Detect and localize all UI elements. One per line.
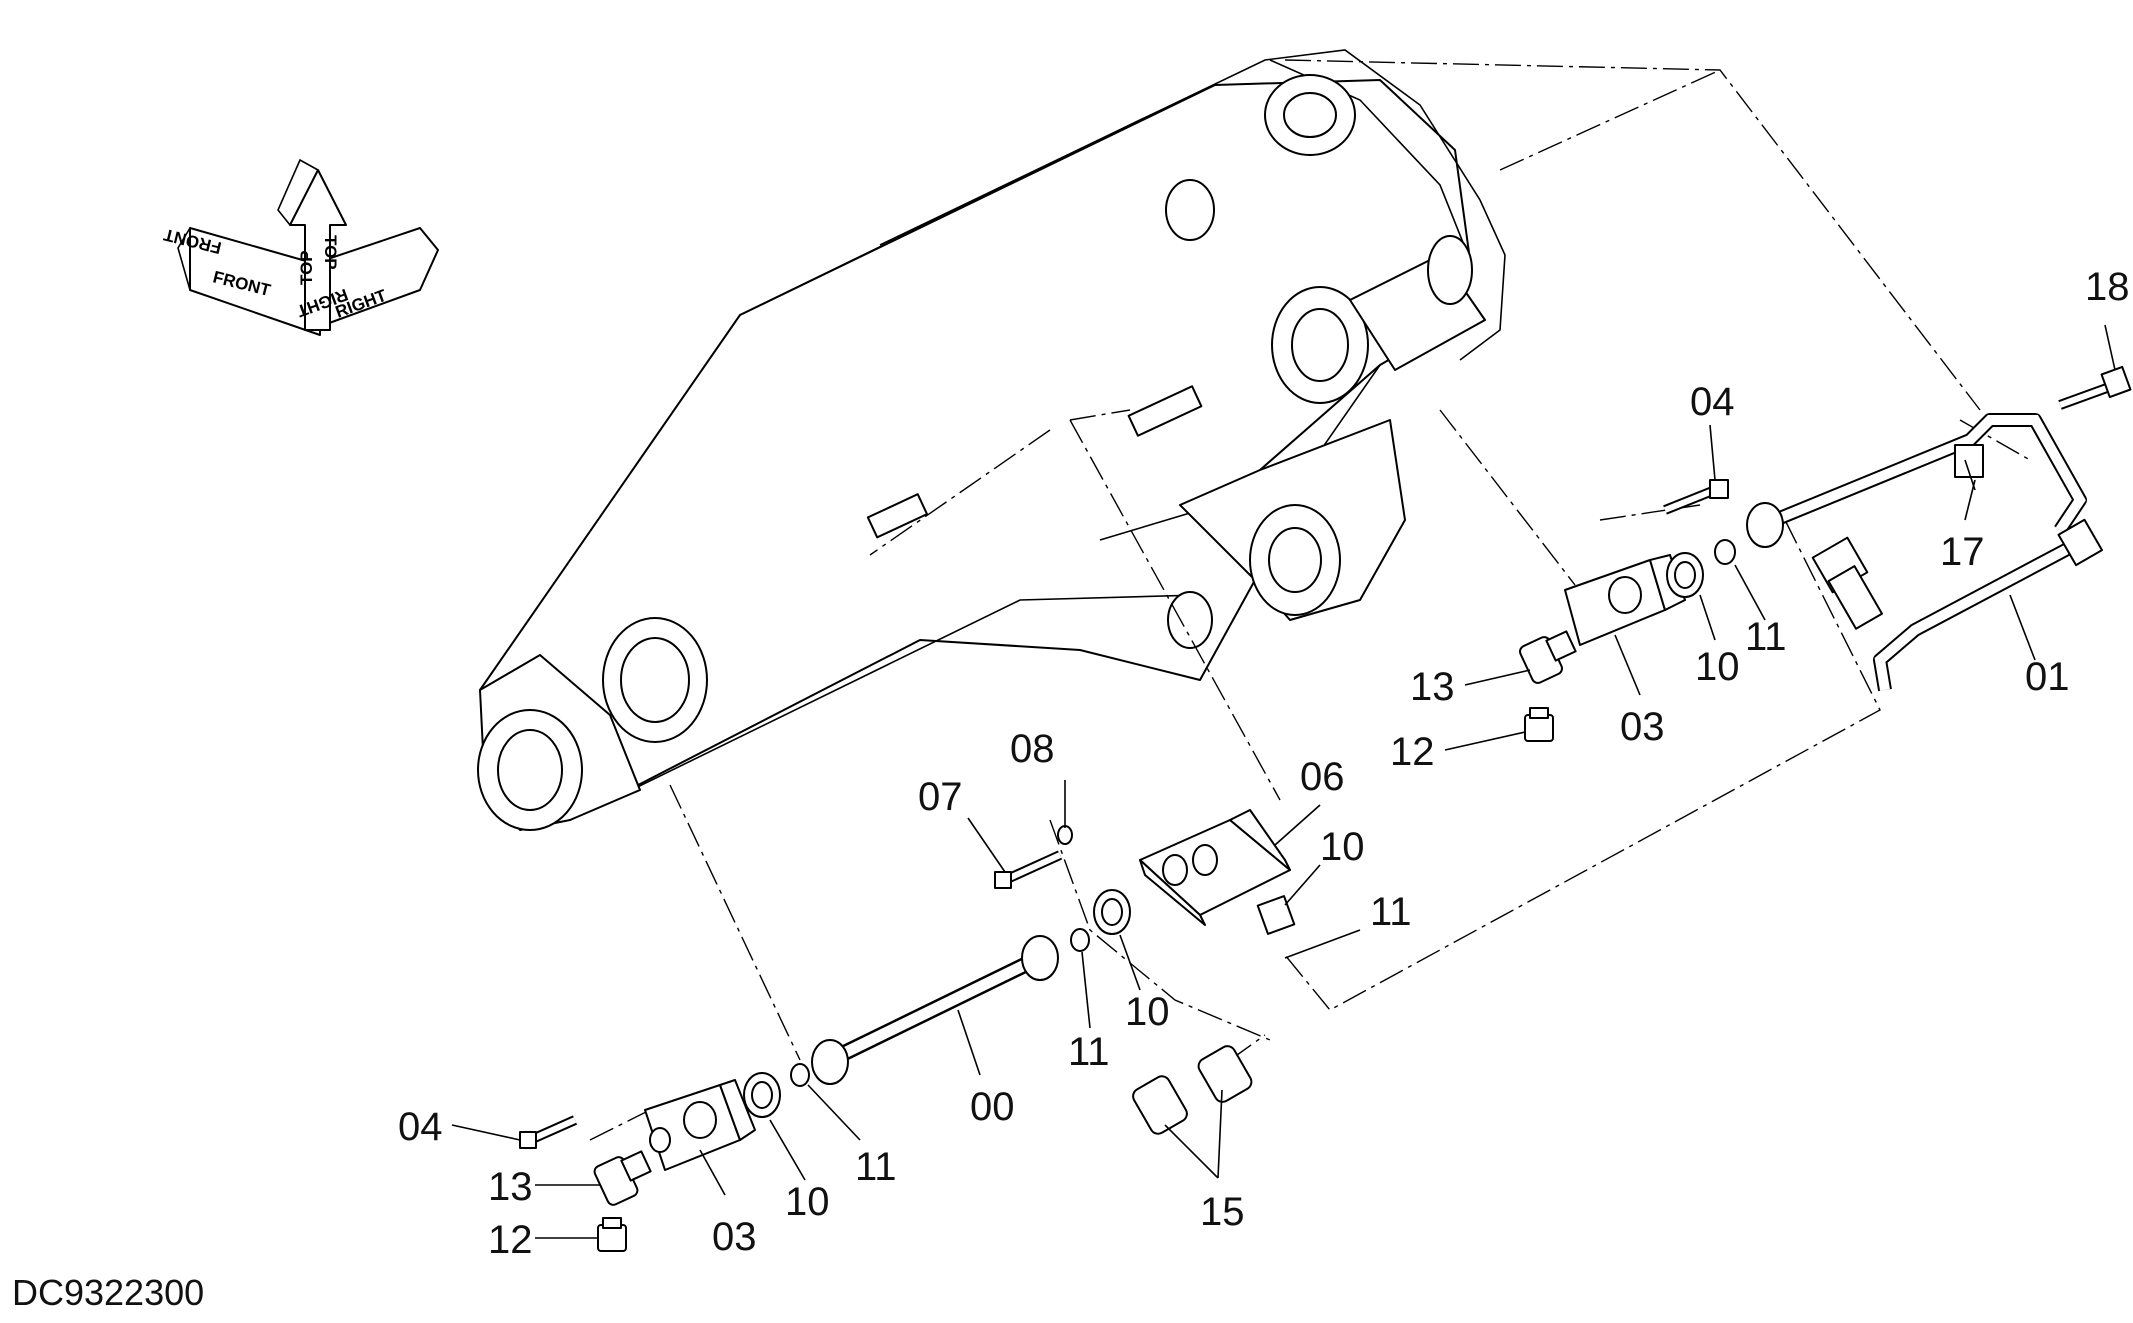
label-08: 08 [1010,727,1055,771]
elbow-15-a [1132,1075,1188,1135]
label-13-right: 13 [1410,665,1455,709]
clamp-17 [1954,444,1984,491]
o-ring-11-mid [1070,928,1090,952]
clip-upper [1127,385,1203,437]
label-03-right: 03 [1620,705,1665,749]
bolt-04-left [519,1115,578,1149]
assembly-lines [589,59,2031,1141]
label-06: 06 [1300,755,1345,799]
label-13-left: 13 [488,1165,533,1209]
washer-08 [1057,825,1073,845]
label-10-mid: 10 [1125,990,1170,1034]
label-10-right: 10 [1695,645,1740,689]
top-label: TOP [321,235,340,270]
clip-lower [866,493,929,539]
front-arrow-icon [177,227,321,336]
lower-hole [1167,591,1213,649]
leader-lines [451,324,2116,1239]
block-06 [1139,809,1291,926]
elbow-13-left [593,1150,652,1206]
block-03-left [644,1079,756,1171]
o-ring-11-left [790,1063,810,1087]
orientation-compass: FRONT FRONT TOP TOP RIGHT RIGHT [161,158,439,336]
elbow-13-right [1519,630,1577,684]
top-label-mirror: TOP [297,250,316,285]
elbow-15-b [1197,1045,1253,1103]
label-12-left: 12 [488,1218,533,1262]
label-12-right: 12 [1390,730,1435,774]
fitting-10-mid [1093,889,1131,935]
fitting-10-right [1666,552,1704,598]
label-17: 17 [1940,530,1985,574]
bolt-18 [2058,365,2132,410]
pipe-assembly-01 [1746,413,2103,692]
drawing-code: DC9322300 [12,1272,204,1313]
label-03-left: 03 [712,1215,757,1259]
boom-body [477,49,1506,831]
fitting-10-upper-mid [1256,895,1296,935]
plug-12-left [597,1217,627,1252]
plug-12-right [1524,707,1554,742]
label-01: 01 [2025,655,2070,699]
o-ring-11-center [1284,929,1361,959]
label-07: 07 [918,775,963,819]
bolt-07 [994,850,1063,889]
label-04-left: 04 [398,1105,443,1149]
fitting-10-left [743,1072,781,1118]
label-10-upper-mid: 10 [1320,825,1365,869]
part-labels: 18 04 17 01 11 10 03 13 12 06 08 07 10 1… [398,265,2130,1262]
label-04-right: 04 [1690,380,1735,424]
label-15: 15 [1200,1190,1245,1234]
tube-00 [811,935,1059,1085]
label-10-left: 10 [785,1180,830,1224]
label-11-center: 11 [1068,1030,1110,1074]
side-hole [1165,179,1215,241]
top-arrow-icon [277,158,347,331]
label-11-left: 11 [855,1145,897,1189]
o-ring-11-right [1714,539,1736,565]
label-18: 18 [2085,265,2130,309]
label-11-right: 11 [1745,615,1787,659]
label-00: 00 [970,1085,1015,1129]
bolt-04-right [1663,479,1729,515]
label-11-mid: 11 [1370,890,1412,934]
